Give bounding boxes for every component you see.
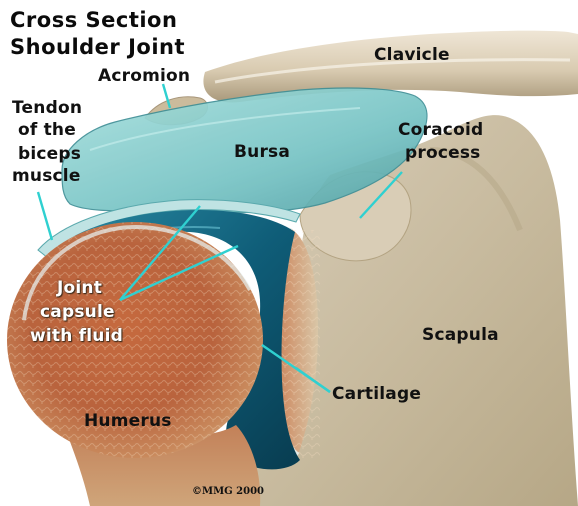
label-tendon-4: muscle xyxy=(12,166,81,186)
label-tendon-1: Tendon xyxy=(12,98,82,118)
label-acromion: Acromion xyxy=(98,66,190,86)
label-scapula: Scapula xyxy=(422,325,499,345)
label-bursa: Bursa xyxy=(234,142,290,162)
label-tendon-2: of the xyxy=(18,120,76,140)
copyright-text: ©MMG 2000 xyxy=(192,486,264,497)
label-tendon-3: biceps xyxy=(18,144,81,164)
tendon-leader xyxy=(38,192,52,240)
label-clavicle: Clavicle xyxy=(374,45,450,65)
label-joint-capsule-1: Joint xyxy=(57,278,102,298)
title-line-1: Cross Section xyxy=(10,8,177,32)
label-joint-capsule-3: with fluid xyxy=(30,326,123,346)
label-coracoid-1: Coracoid xyxy=(398,120,483,140)
title-line-2: Shoulder Joint xyxy=(10,35,185,59)
label-joint-capsule-2: capsule xyxy=(40,302,115,322)
label-coracoid-2: process xyxy=(405,143,480,163)
label-humerus: Humerus xyxy=(84,411,172,431)
label-cartilage: Cartilage xyxy=(332,384,421,404)
